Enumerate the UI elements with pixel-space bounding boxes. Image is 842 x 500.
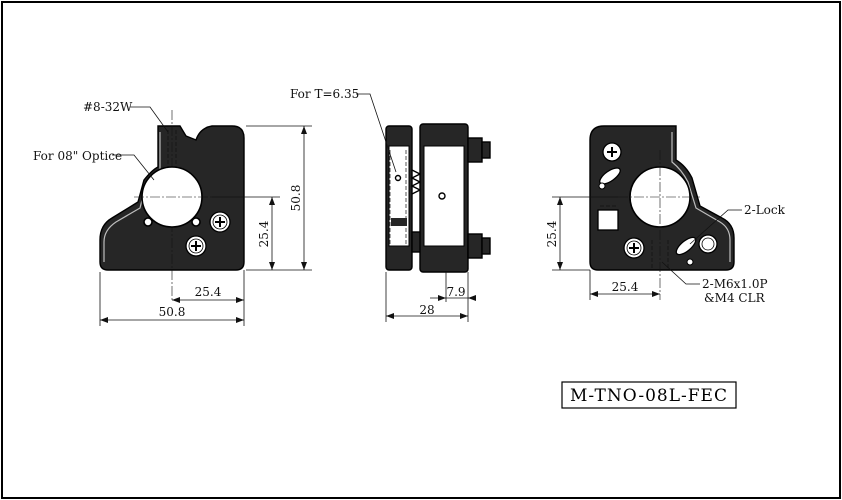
side-adjuster-lower xyxy=(467,233,483,259)
side-adjuster-upper xyxy=(467,137,483,163)
thread-note-line1: 2-M6x1.0P xyxy=(702,277,768,291)
dim-width-text: 50.8 xyxy=(159,305,186,319)
thickness-label: For T=6.35 xyxy=(290,87,359,101)
dim-height-text: 50.8 xyxy=(289,185,303,212)
rear-lock-screw-right xyxy=(675,234,718,266)
optic-leader xyxy=(112,154,155,181)
side-spring xyxy=(410,169,422,195)
rear-dim-width-text: 25.4 xyxy=(612,280,639,294)
optic-label: For 08" Optice xyxy=(33,149,122,163)
thread-note-leader xyxy=(661,261,700,285)
front-small-hole-left xyxy=(143,217,153,227)
dim-center-width-text: 25.4 xyxy=(195,285,222,299)
front-screw-lower xyxy=(185,235,207,257)
lock-leader xyxy=(689,209,742,245)
rear-lock-screw-upper xyxy=(598,142,622,190)
thread-note-line2: &M4 CLR xyxy=(704,291,766,305)
rear-slot xyxy=(597,209,619,231)
dim-depth-text: 28 xyxy=(419,303,434,317)
side-hole xyxy=(438,192,446,200)
dim-center-height-text: 25.4 xyxy=(257,220,271,247)
rear-screw-lower xyxy=(623,237,645,259)
rear-view-edge xyxy=(671,132,731,262)
part-number-box: M-TNO-08L-FEC xyxy=(561,381,737,409)
front-screw-upper xyxy=(209,211,231,233)
rear-view: 2-Lock 2-M6x1.0P &M4 CLR 25.4 25.4 xyxy=(545,125,786,305)
side-set-screw xyxy=(394,174,402,182)
dim-offset-text: 7.9 xyxy=(446,285,465,299)
thread-leader xyxy=(130,106,169,133)
part-number: M-TNO-08L-FEC xyxy=(570,386,728,406)
rear-dim-height-text: 25.4 xyxy=(545,220,559,247)
front-small-hole-right xyxy=(191,217,201,227)
front-view: #8-32W For 08" Optice 50.8 25.4 25.4 50.… xyxy=(33,100,312,326)
lock-label: 2-Lock xyxy=(744,203,786,217)
side-view: For T=6.35 7.9 28 xyxy=(290,87,491,322)
thread-label: #8-32W xyxy=(83,100,133,114)
thickness-leader xyxy=(356,93,397,173)
